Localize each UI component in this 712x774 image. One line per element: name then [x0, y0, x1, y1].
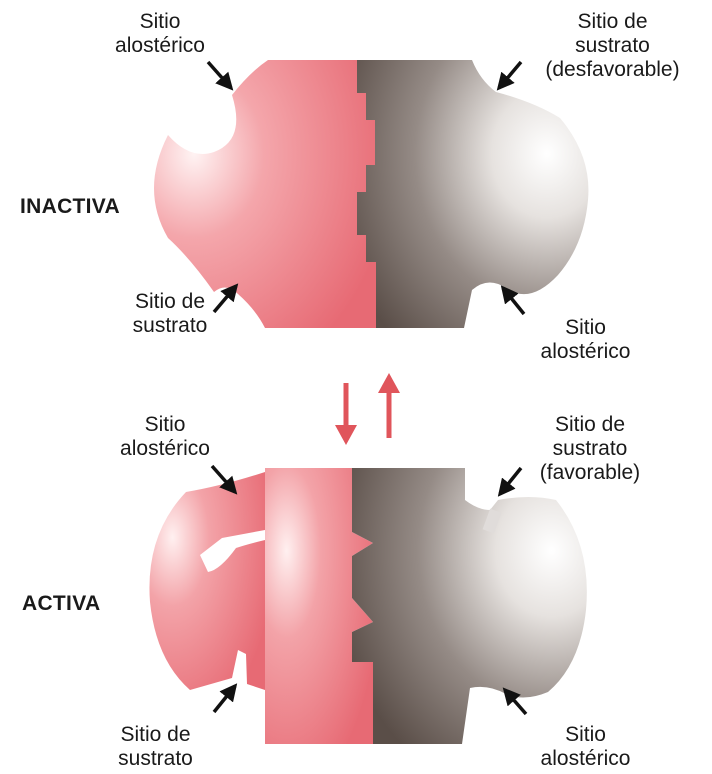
inactive-label-top-right: Sitio de sustrato (desfavorable): [525, 10, 700, 82]
active-label-top-left: Sitio alostérico: [110, 413, 220, 461]
inactive-label-bottom-right: Sitio alostérico: [528, 316, 643, 364]
pointer-inactive-bottom-left: [214, 286, 236, 312]
inactive-label-top-left: Sitio alostérico: [105, 10, 215, 58]
active-label-top-right: Sitio de sustrato (favorable): [520, 413, 660, 485]
active-label-bottom-left: Sitio de sustrato: [108, 723, 203, 771]
pointer-inactive-top-right: [499, 62, 521, 88]
inactive-label-bottom-left: Sitio de sustrato: [125, 290, 215, 338]
active-state-label: ACTIVA: [22, 592, 100, 616]
active-right-subunit: [352, 468, 587, 744]
inactive-state-label: INACTIVA: [20, 195, 120, 219]
pointer-active-top-right: [500, 468, 521, 494]
inactive-enzyme: [154, 60, 588, 328]
active-enzyme: [149, 468, 586, 744]
pointer-active-bottom-left: [214, 686, 235, 712]
inactive-right-subunit: [357, 60, 588, 328]
active-left-wing: [149, 472, 265, 690]
double-arrow-icon: [335, 373, 400, 445]
pointer-inactive-top-left: [208, 62, 231, 88]
inactive-left-subunit: [154, 60, 376, 328]
active-label-bottom-right: Sitio alostérico: [528, 723, 643, 771]
